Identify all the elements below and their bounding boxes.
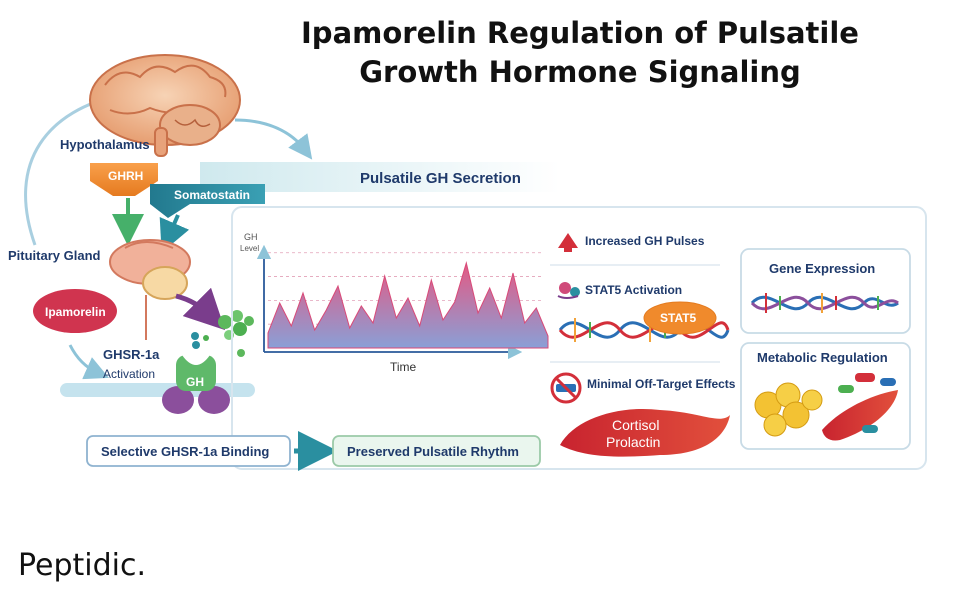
ghrh-label: GHRH (108, 169, 143, 183)
chart-y-label: GH (244, 232, 258, 242)
stat5-icon (557, 282, 580, 299)
chart-y-label-unit: Level (240, 244, 259, 253)
metabolic-regulation-card: Metabolic Regulation (740, 342, 911, 450)
stat5-item: STAT5 Activation STAT5 (557, 282, 730, 342)
increased-pulses-item: Increased GH Pulses (558, 233, 705, 252)
ghsr-activation-label: Activation (103, 367, 155, 381)
gh-pulse-chart: GH Level Time (240, 232, 549, 374)
muscle-tissue-icon (560, 408, 730, 457)
stat5-badge-label: STAT5 (660, 311, 697, 325)
off-target-label: Minimal Off-Target Effects (587, 377, 736, 391)
ghrh-arrow (90, 163, 158, 196)
gene-expression-card: Gene Expression (740, 248, 911, 334)
chart-x-label: Time (390, 360, 417, 374)
metabolic-regulation-label: Metabolic Regulation (757, 350, 888, 365)
brain-to-secretion-arrow (234, 118, 313, 160)
selective-binding-box: Selective GHSR-1a Binding (86, 435, 291, 467)
stat5-label: STAT5 Activation (585, 283, 682, 297)
page-title: Ipamorelin Regulation of Pulsatile Growt… (290, 14, 870, 92)
hypothalamus-label: Hypothalamus (60, 137, 150, 152)
increased-pulses-label: Increased GH Pulses (585, 234, 705, 248)
cortisol-label: Cortisol (612, 417, 659, 433)
title-line-1: Ipamorelin Regulation of Pulsatile (301, 16, 859, 50)
fat-cells-icon (754, 382, 823, 437)
off-target-item: Minimal Off-Target Effects Cortisol Prol… (550, 372, 736, 457)
no-symbol-icon (550, 372, 582, 404)
prolactin-label: Prolactin (606, 434, 660, 450)
gene-expression-label: Gene Expression (769, 261, 875, 276)
brain-icon (89, 54, 241, 157)
central-panel (231, 206, 927, 470)
stat5-badge (643, 301, 717, 335)
ipamorelin-molecule (33, 289, 117, 333)
gh-molecules-icon (191, 310, 254, 357)
somatostatin-label: Somatostatin (174, 188, 250, 202)
gh-label: GH (186, 375, 204, 389)
pills-icon (838, 373, 896, 433)
somatostatin-down-arrow (159, 214, 190, 253)
ghsr-label: GHSR-1a (103, 347, 160, 362)
somatostatin-arrow (150, 184, 265, 218)
gh-pulse-area (267, 261, 549, 349)
pulsatile-rhythm-label: Preserved Pulsatile Rhythm (347, 444, 519, 459)
brand-logo-text: Peptidic. (18, 548, 147, 583)
pituitary-label: Pituitary Gland (8, 248, 101, 263)
pituitary-to-gh-arrow (175, 287, 226, 331)
title-line-2: Growth Hormone Signaling (359, 55, 801, 89)
pulsatile-rhythm-box: Preserved Pulsatile Rhythm (332, 435, 541, 467)
dna-double-helix-icon (750, 293, 899, 313)
ghsr-receptor-icon (162, 341, 230, 414)
secretion-banner-label: Pulsatile GH Secretion (360, 170, 521, 187)
pituitary-gland-icon (109, 239, 191, 340)
selective-binding-label: Selective GHSR-1a Binding (101, 444, 269, 459)
muscle-fiber-icon (822, 390, 898, 441)
ipamorelin-label: Ipamorelin (45, 305, 106, 319)
up-arrow-icon (558, 233, 578, 252)
ipamorelin-to-receptor-arrow (68, 344, 109, 380)
